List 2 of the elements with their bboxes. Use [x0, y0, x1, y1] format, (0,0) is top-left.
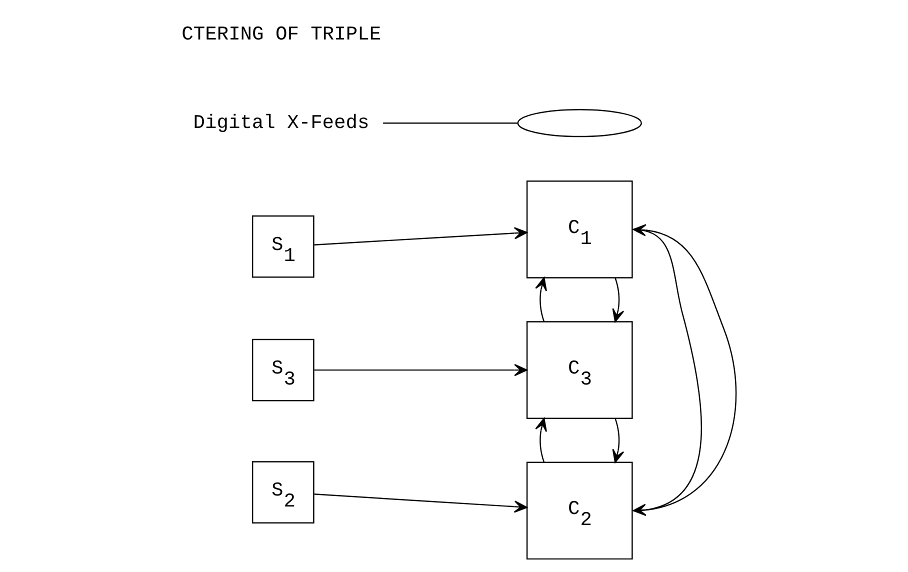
label: CTERING OF TRIPLE [182, 24, 382, 46]
node-text: Digital X-Feeds [193, 112, 370, 134]
